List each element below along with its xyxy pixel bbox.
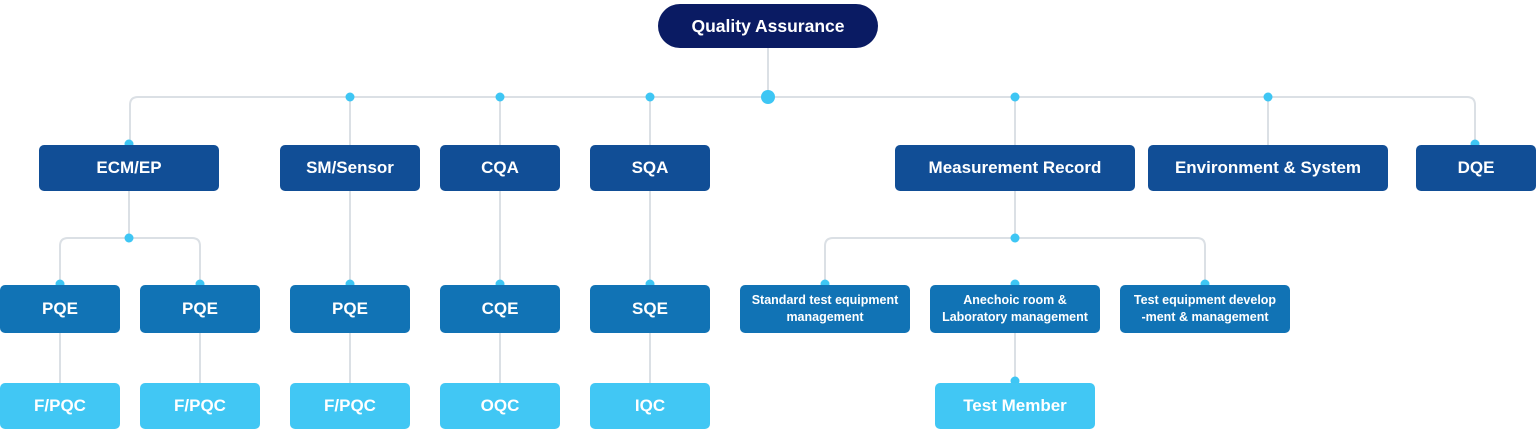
node-label: DQE <box>1457 158 1495 177</box>
node-label: ECM/EP <box>96 158 162 177</box>
node-dqe: DQE <box>1416 145 1536 191</box>
node-label: SQE <box>632 299 668 318</box>
node-label-line2: -ment & management <box>1141 310 1269 324</box>
node-sm-sensor: SM/Sensor <box>280 145 420 191</box>
node-test-member: Test Member <box>935 383 1095 429</box>
node-fpqc-1: F/PQC <box>0 383 120 429</box>
node-sqe: SQE <box>590 285 710 333</box>
node-label: Measurement Record <box>928 158 1102 177</box>
node-measurement-record: Measurement Record <box>895 145 1135 191</box>
node-label: Quality Assurance <box>691 15 845 36</box>
node-label: SQA <box>631 158 669 177</box>
node-pqe-3: PQE <box>290 285 410 333</box>
node-label: PQE <box>182 299 218 318</box>
node-iqc: IQC <box>590 383 710 429</box>
node-label-line2: management <box>786 310 864 324</box>
node-oqc: OQC <box>440 383 560 429</box>
node-label-line1: Anechoic room & <box>963 293 1067 308</box>
node-label-line1: Standard test equipment <box>751 293 899 308</box>
node-label: CQA <box>481 158 519 177</box>
node-label: F/PQC <box>324 396 376 415</box>
node-label: F/PQC <box>174 396 226 415</box>
node-pqe-2: PQE <box>140 285 260 333</box>
node-label: F/PQC <box>34 396 86 415</box>
node-label: PQE <box>332 299 368 318</box>
node-fpqc-3: F/PQC <box>290 383 410 429</box>
node-sqa: SQA <box>590 145 710 191</box>
node-standard-test-equipment-management: Standard test equipment management <box>740 285 910 333</box>
node-label: IQC <box>634 396 666 415</box>
node-label: CQE <box>481 299 519 318</box>
node-label-line1: Test equipment develop <box>1133 293 1277 308</box>
node-label: Environment & System <box>1174 158 1362 177</box>
node-ecm-ep: ECM/EP <box>39 145 219 191</box>
node-quality-assurance: Quality Assurance <box>658 4 878 48</box>
node-cqa: CQA <box>440 145 560 191</box>
node-label: SM/Sensor <box>306 158 394 177</box>
connector-dots <box>55 90 1480 386</box>
node-test-equipment-development-management: Test equipment develop -ment & managemen… <box>1120 285 1290 333</box>
node-label: PQE <box>42 299 78 318</box>
node-label-line2: Laboratory management <box>942 310 1088 324</box>
node-environment-system: Environment & System <box>1148 145 1388 191</box>
node-label: OQC <box>480 396 520 415</box>
node-anechoic-room-laboratory-management: Anechoic room & Laboratory management <box>930 285 1100 333</box>
node-pqe-1: PQE <box>0 285 120 333</box>
node-fpqc-2: F/PQC <box>140 383 260 429</box>
node-cqe: CQE <box>440 285 560 333</box>
node-label: Test Member <box>963 396 1067 415</box>
